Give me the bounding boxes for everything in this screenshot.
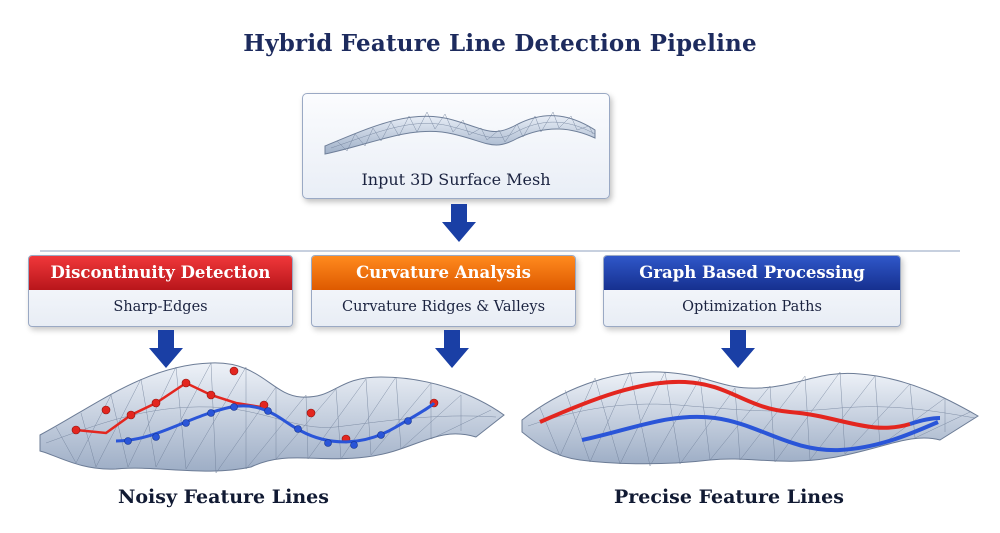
stage-discontinuity-detection: Discontinuity Detection Sharp-Edges [28, 255, 293, 327]
arrow-down-icon [149, 330, 183, 368]
output-noisy-label: Noisy Feature Lines [118, 486, 329, 508]
stage-title: Discontinuity Detection [29, 256, 292, 290]
arrow-down-icon [442, 204, 476, 242]
stage-subtitle: Sharp-Edges [113, 299, 208, 315]
precise-mesh-illustration [521, 371, 979, 467]
stage-subtitle: Optimization Paths [682, 299, 822, 315]
arrow-down-icon [435, 330, 469, 368]
stage-title: Graph Based Processing [604, 256, 900, 290]
diagram-title: Hybrid Feature Line Detection Pipeline [243, 30, 757, 57]
input-mesh-label: Input 3D Surface Mesh [361, 170, 551, 189]
stage-title: Curvature Analysis [312, 256, 575, 290]
branch-connector-line [40, 250, 960, 252]
stage-curvature-analysis: Curvature Analysis Curvature Ridges & Va… [311, 255, 576, 327]
input-mesh-box: Input 3D Surface Mesh [302, 93, 610, 199]
input-mesh-icon [324, 111, 596, 155]
noisy-mesh-illustration [39, 362, 505, 474]
arrow-down-icon [721, 330, 755, 368]
output-precise-label: Precise Feature Lines [614, 486, 844, 508]
stage-graph-based-processing: Graph Based Processing Optimization Path… [603, 255, 901, 327]
stage-subtitle: Curvature Ridges & Valleys [341, 299, 546, 315]
